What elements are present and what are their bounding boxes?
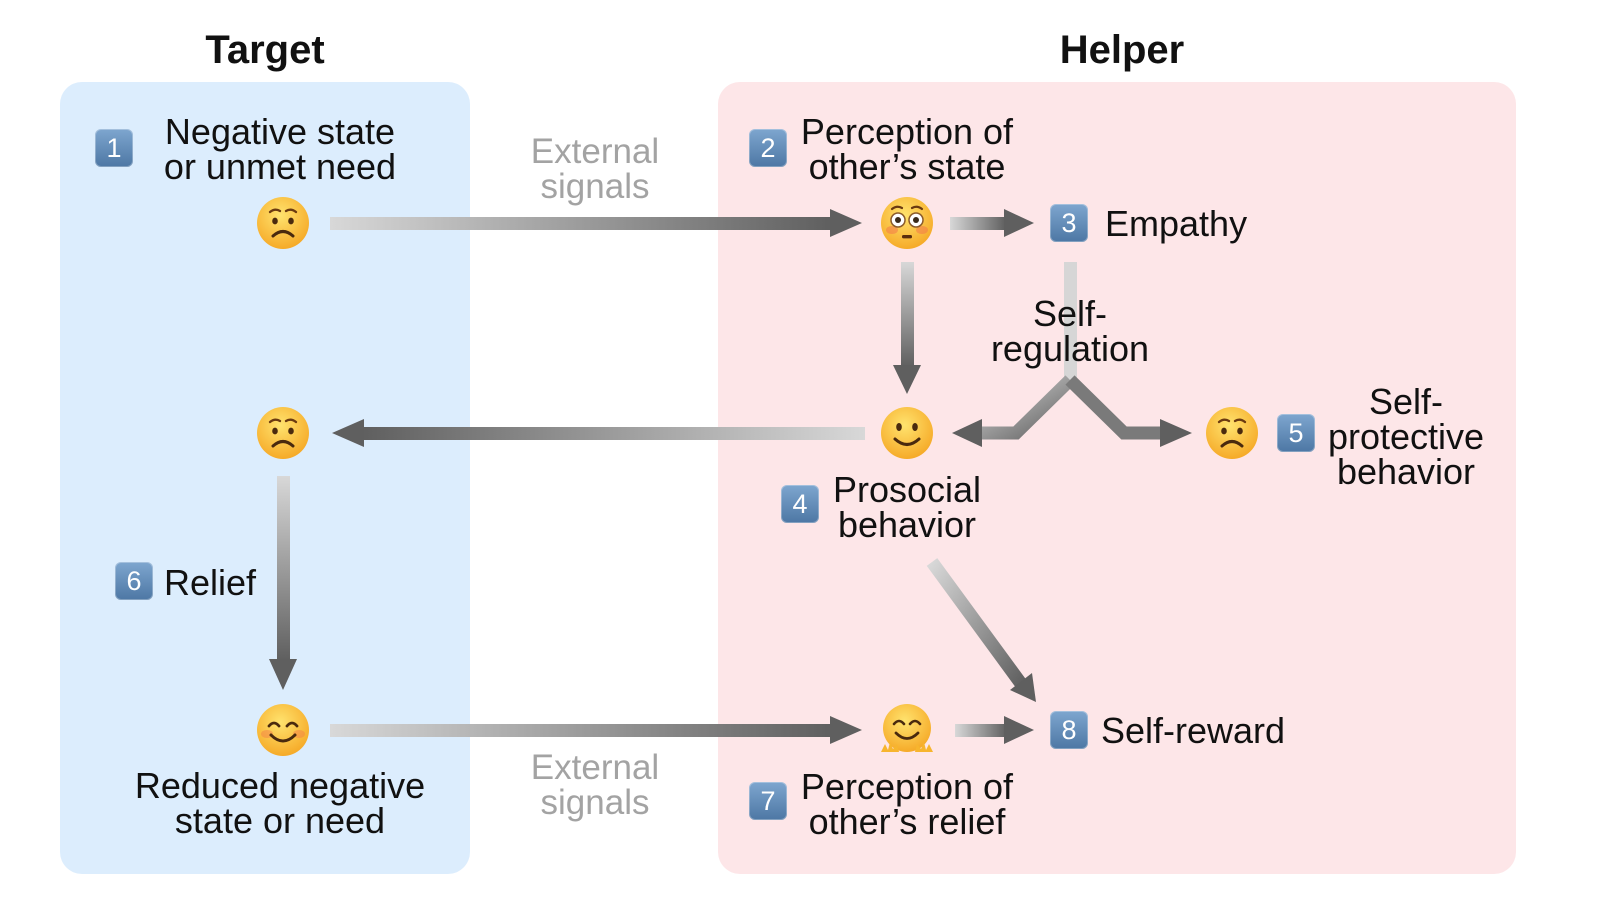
hugging-face-icon bbox=[881, 704, 933, 752]
step-6-badge: 6 bbox=[115, 562, 153, 600]
step-4-label-line1: Prosocial bbox=[832, 469, 982, 510]
arrow-perception-to-empathy bbox=[950, 209, 1034, 237]
step-3-label: Empathy bbox=[1105, 203, 1248, 244]
arrow-prosocial-to-target bbox=[332, 419, 865, 447]
step-1-label-line1: Negative state bbox=[164, 111, 396, 152]
arrow-self-regulation-fork bbox=[952, 262, 1192, 447]
step-5-badge: 5 bbox=[1277, 414, 1315, 452]
step-6-label: Relief bbox=[164, 562, 257, 603]
arrow-relief bbox=[269, 476, 297, 690]
worried-face-icon bbox=[257, 407, 309, 459]
external-signals-label-bottom: External signals bbox=[500, 750, 690, 820]
step-4-label: Prosocial behavior bbox=[826, 469, 988, 545]
step-2-label-line1: Perception of bbox=[800, 111, 1014, 152]
step-7-label-line2: other’s relief bbox=[808, 801, 1006, 842]
arrow-relief-perception-to-self-reward bbox=[955, 716, 1034, 744]
step-2-label-line2: other’s state bbox=[808, 146, 1006, 187]
self-regulation-label: Self- regulation bbox=[975, 293, 1165, 369]
step-1-label-line2: or unmet need bbox=[163, 146, 397, 187]
helper-panel bbox=[718, 82, 1516, 874]
external-signals-label-top: External signals bbox=[500, 134, 690, 204]
step-7-label-line1: Perception of bbox=[800, 766, 1014, 807]
worried-face-icon bbox=[257, 197, 309, 249]
flushed-face-icon bbox=[881, 197, 933, 249]
helper-heading: Helper bbox=[1059, 28, 1185, 72]
worried-face-icon bbox=[1206, 407, 1258, 459]
reduced-state-line1: Reduced negative bbox=[134, 765, 426, 806]
smiling-face-with-smiling-eyes-icon bbox=[257, 704, 309, 756]
step-3-badge: 3 bbox=[1050, 204, 1088, 242]
external-signals-line1: External bbox=[530, 748, 660, 787]
self-regulation-line2: regulation bbox=[990, 328, 1150, 369]
step-5-label-line1: Self- bbox=[1368, 381, 1444, 422]
target-heading: Target bbox=[205, 28, 325, 72]
step-5-label-line3: behavior bbox=[1336, 451, 1476, 492]
self-regulation-line1: Self- bbox=[1032, 293, 1108, 334]
step-7-label: Perception of other’s relief bbox=[795, 766, 1019, 842]
step-1-badge: 1 bbox=[95, 129, 133, 167]
step-1-label: Negative state or unmet need bbox=[150, 111, 410, 187]
arrow-target-to-helper-bottom bbox=[330, 716, 862, 744]
step-8-badge: 8 bbox=[1050, 711, 1088, 749]
step-4-label-line2: behavior bbox=[837, 504, 977, 545]
arrow-target-to-helper-top bbox=[330, 209, 862, 237]
step-2-label: Perception of other’s state bbox=[795, 111, 1019, 187]
step-7-badge: 7 bbox=[749, 782, 787, 820]
step-8-label: Self-reward bbox=[1101, 710, 1286, 751]
reduced-state-label: Reduced negative state or need bbox=[120, 765, 440, 841]
arrow-perception-to-prosocial bbox=[893, 262, 921, 394]
external-signals-line1: External bbox=[530, 132, 660, 171]
reduced-state-line2: state or need bbox=[174, 800, 386, 841]
arrow-prosocial-to-self-reward bbox=[926, 558, 1036, 702]
slightly-smiling-face-icon bbox=[881, 407, 933, 459]
step-2-badge: 2 bbox=[749, 129, 787, 167]
step-4-badge: 4 bbox=[781, 485, 819, 523]
external-signals-line2: signals bbox=[540, 167, 650, 206]
external-signals-line2: signals bbox=[540, 783, 650, 822]
step-5-label: Self- protective behavior bbox=[1322, 381, 1490, 492]
step-5-label-line2: protective bbox=[1327, 416, 1485, 457]
